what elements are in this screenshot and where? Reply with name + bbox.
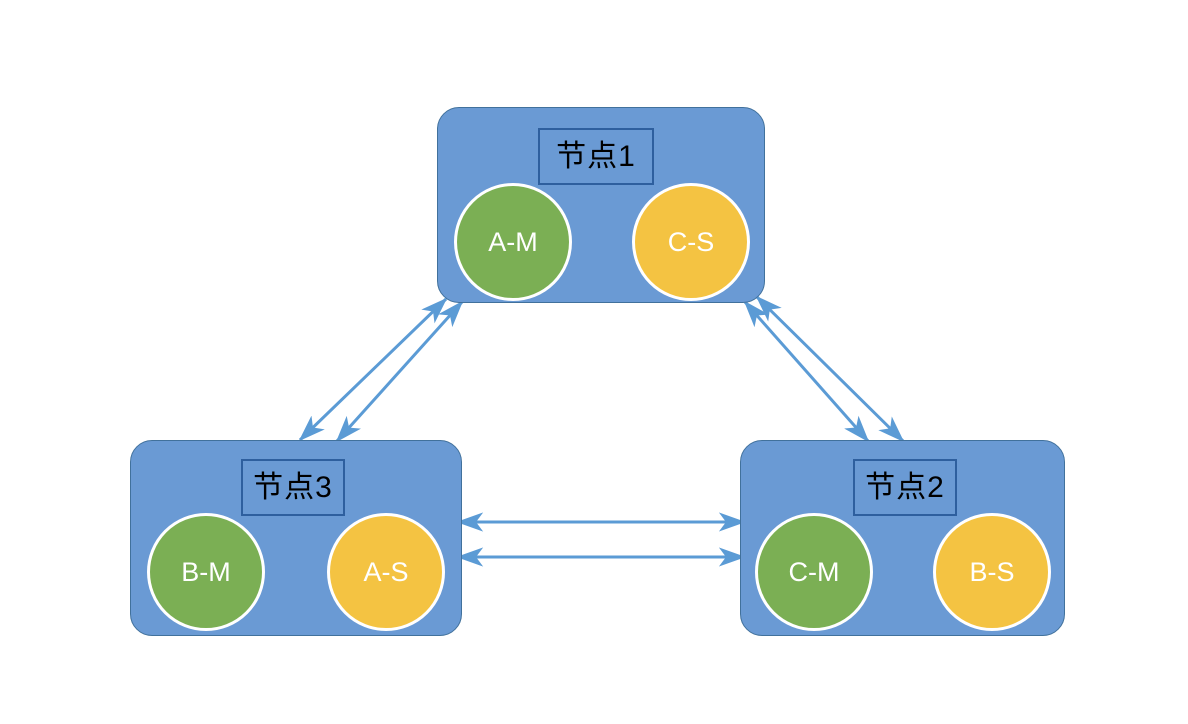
connection-node2-node1-b xyxy=(755,295,905,443)
node-node2[interactable]: 节点2 C-M B-S xyxy=(740,440,1065,636)
service-circle-b-m[interactable]: B-M xyxy=(147,513,265,631)
service-circle-c-s-label: C-S xyxy=(667,226,715,257)
service-circle-c-s[interactable]: C-S xyxy=(632,183,750,301)
service-circle-b-m-label: B-M xyxy=(181,556,231,587)
node-node3[interactable]: 节点3 B-M A-S xyxy=(130,440,462,636)
node2-title-text: 节点2 xyxy=(865,470,945,504)
node1-title-box: 节点1 xyxy=(538,128,654,185)
service-circle-c-m-label: C-M xyxy=(788,556,840,587)
node-node1[interactable]: 节点1 A-M C-S xyxy=(437,107,765,303)
connection-node2-node1-a xyxy=(743,300,870,443)
node1-title-text: 节点1 xyxy=(556,139,636,173)
service-circle-b-s-label: B-S xyxy=(969,556,1015,587)
service-circle-a-m[interactable]: A-M xyxy=(454,183,572,301)
service-circle-a-m-label: A-M xyxy=(488,226,538,257)
service-circle-a-s[interactable]: A-S xyxy=(327,513,445,631)
service-circle-b-s[interactable]: B-S xyxy=(933,513,1051,631)
connection-node3-node1-a xyxy=(298,297,448,442)
node3-title-box: 节点3 xyxy=(241,459,345,516)
service-circle-c-m[interactable]: C-M xyxy=(755,513,873,631)
node2-title-box: 节点2 xyxy=(853,459,957,516)
node3-title-text: 节点3 xyxy=(253,470,333,504)
service-circle-a-s-label: A-S xyxy=(363,556,409,587)
connection-node3-node1-b xyxy=(335,300,464,443)
